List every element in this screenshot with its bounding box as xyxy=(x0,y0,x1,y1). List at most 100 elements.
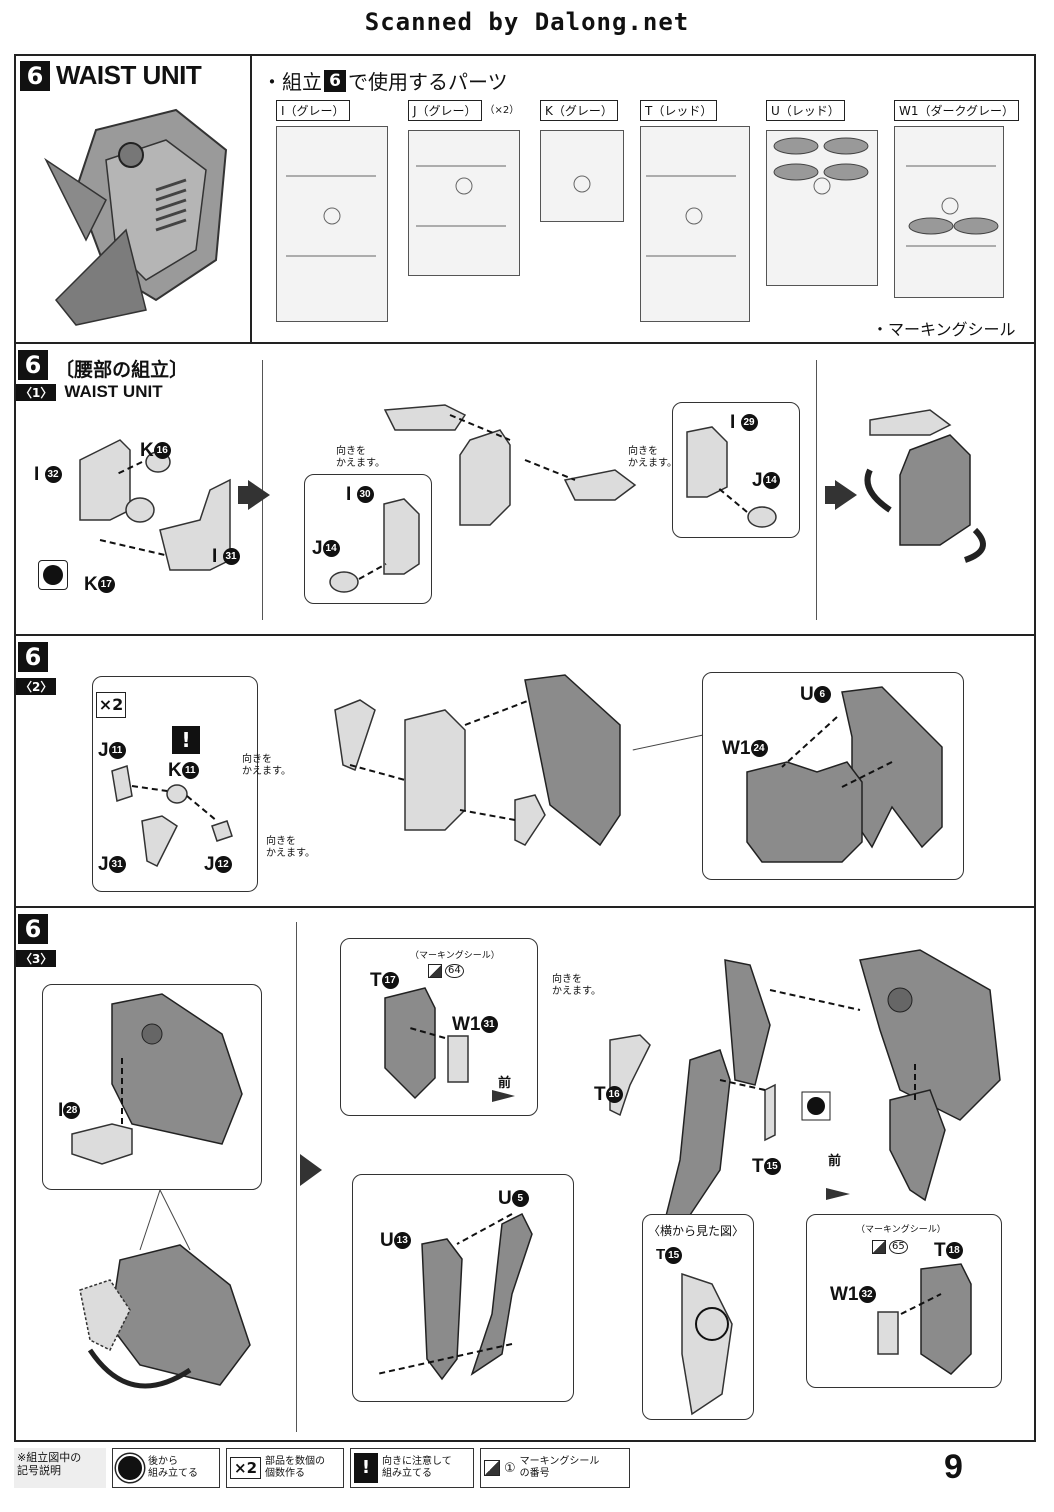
parts-heading-prefix: ・組立 xyxy=(262,70,322,94)
label-i32: I 32 xyxy=(34,464,62,486)
runner-J: J（グレー） （×2） xyxy=(408,100,519,121)
part-letter: U xyxy=(498,1188,512,1209)
legend-seal: ① マーキングシール の番号 xyxy=(480,1448,630,1488)
callout-i29-parts xyxy=(686,426,777,528)
x2-badge: ×2 xyxy=(96,692,126,718)
part-number: 15 xyxy=(763,1158,781,1176)
callout-i30-parts xyxy=(329,498,420,593)
part-letter: J xyxy=(98,854,109,875)
part-letter: J xyxy=(204,854,215,875)
runner-label: U（レッド） xyxy=(766,100,845,121)
side-view-label: 〈横から見た図〉 xyxy=(648,1224,745,1238)
step-number-badge: 6 xyxy=(18,642,48,672)
part-number: 32 xyxy=(44,466,62,484)
part-number: 5 xyxy=(511,1190,529,1208)
step-number-badge: 6 xyxy=(18,914,48,944)
section2-frame xyxy=(14,636,1036,908)
part-letter: W1 xyxy=(452,1014,481,1035)
section1-frame xyxy=(14,344,1036,636)
part-letter: I xyxy=(34,464,40,485)
parts-heading-suffix: で使用するパーツ xyxy=(348,70,508,94)
runner-label: K（グレー） xyxy=(540,100,618,121)
part-number: 14 xyxy=(762,472,780,490)
parts-heading: ・組立 6 で使用するパーツ xyxy=(262,66,508,95)
label-i29: I 29 xyxy=(730,412,758,434)
label-i30: I 30 xyxy=(346,484,374,506)
legend-text: 後から 組み立てる xyxy=(148,1456,198,1479)
callout-note: 向きを かえます。 xyxy=(628,446,677,469)
part-letter: W1 xyxy=(830,1284,859,1305)
part-letter: U xyxy=(380,1230,394,1251)
part-number: 14 xyxy=(322,540,340,558)
part-letter: T xyxy=(370,970,382,991)
part-number: 15 xyxy=(665,1246,683,1264)
callout-u6-parts xyxy=(746,686,943,863)
seal-icon xyxy=(428,964,442,978)
seal-label-b: （マーキングシール） xyxy=(856,1225,946,1235)
section2-sub: 〈2〉 xyxy=(16,676,57,695)
page-number: 9 xyxy=(944,1448,963,1486)
seal-number: 65 xyxy=(889,1240,908,1254)
runner-U: U（レッド） xyxy=(766,100,845,121)
section3-main-diagram xyxy=(609,949,1001,1232)
front-label-a: 前 xyxy=(498,1076,512,1091)
part-number: 32 xyxy=(858,1286,876,1304)
parts-header-frame xyxy=(14,54,1036,344)
part-number: 29 xyxy=(740,414,758,432)
part-letter: J xyxy=(752,470,763,491)
part-letter: J xyxy=(98,740,109,761)
callout-side-view-parts xyxy=(681,1272,733,1416)
part-letter: T xyxy=(934,1240,946,1261)
part-letter: K xyxy=(84,574,98,595)
part-letter: I xyxy=(58,1100,64,1121)
runner-label: T（レッド） xyxy=(640,100,718,121)
callout-x2-parts xyxy=(111,765,233,868)
marking-seal-label: ・マーキングシール xyxy=(872,320,1016,339)
part-number: 18 xyxy=(945,1242,963,1260)
front-label-b: 前 xyxy=(828,1154,842,1169)
build-later-icon xyxy=(38,560,68,590)
legend-text: 部品を数個の 個数作る xyxy=(265,1456,326,1479)
part-letter: K xyxy=(168,760,182,781)
section3-arrow xyxy=(300,1154,322,1186)
section3-note-a: 向きを かえます。 xyxy=(552,974,601,997)
runner-label: I（グレー） xyxy=(276,100,350,121)
part-number: 17 xyxy=(381,972,399,990)
runner-J-sprue xyxy=(408,130,520,276)
label-i31: I 31 xyxy=(212,546,240,568)
seal-icon xyxy=(484,1460,500,1476)
warning-icon: ! xyxy=(172,726,200,754)
section1-subtitle: WAIST UNIT xyxy=(64,382,163,401)
sprue-details xyxy=(286,137,999,257)
x2-icon: ×2 xyxy=(230,1457,262,1479)
step-number-badge: 6 xyxy=(20,60,50,91)
legend-text: 向きに注意して 組み立てる xyxy=(382,1456,452,1479)
section2-step: 6 xyxy=(18,642,48,672)
substep-badge: 〈2〉 xyxy=(16,678,57,695)
legend-build-later: 後から 組み立てる xyxy=(112,1448,220,1488)
section1-step: 6 〔腰部の組立〕 xyxy=(18,350,188,382)
build-later-icon xyxy=(116,1454,144,1482)
part-number: 16 xyxy=(153,442,171,460)
page-title: WAIST UNIT xyxy=(56,60,202,90)
seal-number: 64 xyxy=(445,964,464,978)
build-later-dot xyxy=(43,565,63,585)
part-number: 6 xyxy=(813,686,831,704)
part-number: 28 xyxy=(63,1102,81,1120)
step-title: 6 WAIST UNIT xyxy=(20,60,202,91)
part-number: 31 xyxy=(480,1016,498,1034)
section3-sub: 〈3〉 xyxy=(16,948,57,967)
